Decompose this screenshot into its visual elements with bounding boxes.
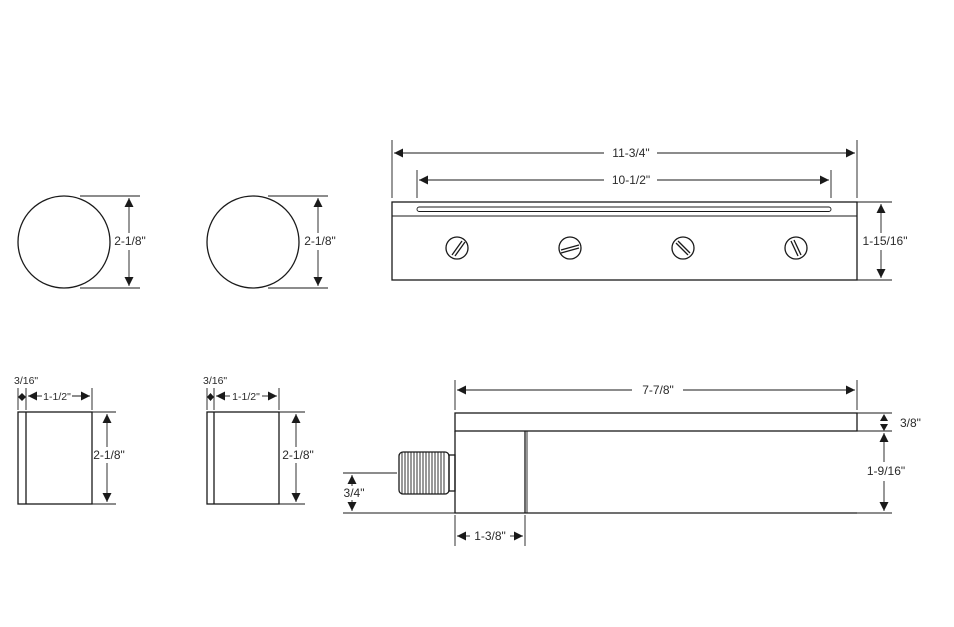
spout-front-view: 11-3/4" 10-1/2" 1-15/16": [391, 140, 908, 281]
dim-depth-label: 1-1/2": [232, 391, 260, 403]
dim-flange-label: 3/16": [203, 375, 227, 387]
spout-lip: [454, 412, 858, 432]
dim-diameter-label: 2-1/8": [114, 234, 146, 248]
dim-lip-label: 3/8": [900, 416, 921, 430]
dim-height-label: 2-1/8": [93, 448, 125, 462]
dim-height-label: 2-1/8": [282, 448, 314, 462]
dim-body-height-label: 1-9/16": [867, 464, 905, 478]
water-slot: [416, 206, 832, 212]
dim-flange-label: 3/16": [14, 375, 38, 387]
spout-side-body: [454, 431, 857, 514]
spout-side-view: 7-7/8" 3/8" 1-9/16" 3/4" 1-3/8": [340, 380, 921, 546]
dim-thread-label: 3/4": [344, 486, 365, 500]
spout-body: [391, 201, 858, 281]
dim-slot-length-label: 10-1/2": [612, 173, 650, 187]
knob-side-view-2: 3/16" 1-1/2" 2-1/8": [203, 375, 314, 505]
knob-front-view-1: 2-1/8": [17, 195, 146, 289]
screw-1: [445, 236, 469, 260]
dim-overall-length-label: 11-3/4": [612, 146, 649, 160]
dim-top-length-label: 7-7/8": [642, 383, 674, 397]
screw-2: [558, 236, 582, 260]
knob-front-view-2: 2-1/8": [206, 195, 336, 289]
screw-4: [784, 236, 808, 260]
threaded-nipple: [398, 451, 456, 495]
knob-side-body: [206, 411, 280, 505]
knob-side-view-1: 3/16" 1-1/2" 2-1/8": [14, 375, 125, 505]
dim-diameter-label: 2-1/8": [304, 234, 336, 248]
knob-face-circle: [17, 195, 111, 289]
knob-face-circle: [206, 195, 300, 289]
dim-base-label: 1-3/8": [474, 529, 506, 543]
knob-side-body: [17, 411, 93, 505]
dim-height-label: 1-15/16": [863, 234, 908, 248]
screw-3: [671, 236, 695, 260]
dim-depth-label: 1-1/2": [43, 391, 71, 403]
